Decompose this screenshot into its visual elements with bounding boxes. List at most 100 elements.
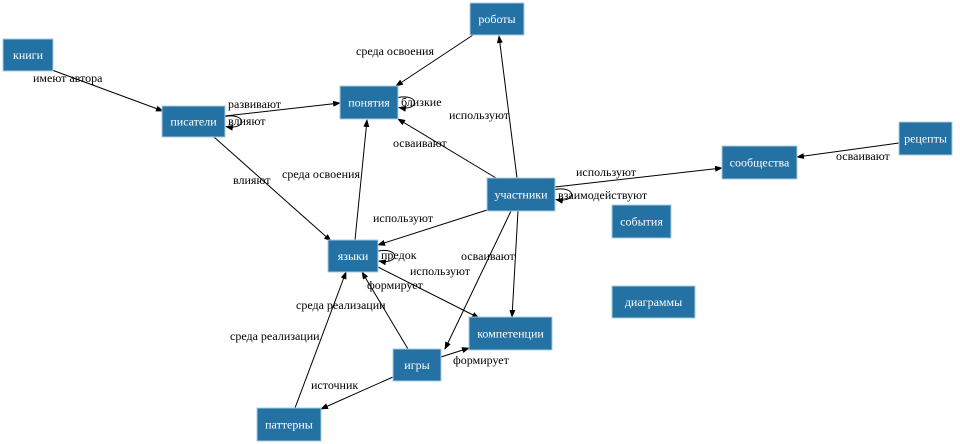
edge-line xyxy=(397,118,497,179)
edge-line xyxy=(395,34,474,87)
edge-label: имеют автора xyxy=(33,71,103,85)
node-box[interactable] xyxy=(2,38,54,72)
edge-label: используют xyxy=(449,108,510,122)
edge-label: близкие xyxy=(401,95,442,109)
node-label: события xyxy=(620,215,663,229)
node-box[interactable] xyxy=(327,239,379,273)
node-box[interactable] xyxy=(486,177,556,212)
edge-games-languages: среда реализации xyxy=(296,271,409,350)
node-label: понятия xyxy=(348,96,390,110)
edge-line xyxy=(213,136,332,242)
edge-label: среда освоения xyxy=(356,44,434,58)
node-label: книги xyxy=(13,48,44,62)
node-communities[interactable]: сообщества xyxy=(721,145,798,180)
edge-label: используют xyxy=(410,264,471,278)
edge-line xyxy=(51,69,164,112)
edge-label: влияют xyxy=(228,114,266,128)
edge-line xyxy=(377,209,488,246)
edge-label: среда реализации xyxy=(296,298,386,312)
node-recipes[interactable]: рецепты xyxy=(898,121,953,156)
node-participants[interactable]: участники xyxy=(486,177,556,212)
edge-line xyxy=(397,96,416,112)
edge-participants-games: осваивают xyxy=(444,210,516,350)
edge-line xyxy=(354,119,370,241)
node-box[interactable] xyxy=(721,145,798,180)
node-box[interactable] xyxy=(611,285,696,319)
node-box[interactable] xyxy=(161,105,226,138)
edges-layer: имеют автора развивают влияют влияют среда о… xyxy=(33,34,900,410)
node-concepts[interactable]: понятия xyxy=(339,85,399,120)
edge-books-writers: имеют автора xyxy=(33,69,164,112)
node-label: сообщества xyxy=(730,156,790,170)
node-competencies[interactable]: компетенции xyxy=(468,316,553,351)
node-box[interactable] xyxy=(339,85,399,120)
edge-line xyxy=(796,142,900,160)
edge-languages-languages: предок xyxy=(377,248,417,266)
edge-line xyxy=(224,115,243,131)
node-box[interactable] xyxy=(256,407,322,442)
edge-line xyxy=(224,100,341,117)
edge-games-competencies: формирует xyxy=(440,347,510,367)
edge-line xyxy=(320,376,394,410)
edge-label: осваивают xyxy=(393,136,448,150)
node-events[interactable]: события xyxy=(611,204,672,239)
edge-participants-participants: взаимодействуют xyxy=(554,188,648,204)
edge-label: формирует xyxy=(367,278,424,292)
edge-participants-competencies: используют xyxy=(410,210,519,318)
edge-line xyxy=(509,210,519,318)
edge-games-patterns: источник xyxy=(311,376,394,410)
edge-languages-competencies: формирует xyxy=(367,266,480,319)
node-writers[interactable]: писатели xyxy=(161,105,226,138)
edge-label: используют xyxy=(373,211,434,225)
node-games[interactable]: игры xyxy=(392,348,442,382)
edge-patterns-languages: среда реализации xyxy=(230,271,347,409)
edge-robots-concepts: среда освоения xyxy=(356,34,474,87)
edge-line xyxy=(444,210,512,350)
edge-label: используют xyxy=(576,165,637,179)
edge-line xyxy=(294,271,347,409)
node-label: писатели xyxy=(170,115,217,129)
edge-label: развивают xyxy=(228,97,282,111)
edge-label: предок xyxy=(381,248,417,262)
edge-line xyxy=(496,35,518,179)
node-box[interactable] xyxy=(392,348,442,382)
edge-line xyxy=(377,249,396,266)
node-box[interactable] xyxy=(898,121,953,156)
node-label: участники xyxy=(494,188,548,202)
edge-label: осваивают xyxy=(461,249,516,263)
edge-line xyxy=(377,266,480,319)
edge-writers-concepts: развивают xyxy=(224,97,341,117)
edge-participants-robots: используют xyxy=(449,35,518,179)
node-label: паттерны xyxy=(265,418,313,432)
edge-participants-concepts: осваивают xyxy=(393,118,497,179)
node-diagrams[interactable]: диаграммы xyxy=(611,285,696,319)
node-label: компетенции xyxy=(477,327,544,341)
node-label: роботы xyxy=(478,12,515,26)
node-box[interactable] xyxy=(468,316,553,351)
node-languages[interactable]: языки xyxy=(327,239,379,273)
edge-concepts-concepts: близкие xyxy=(397,95,442,112)
edge-line xyxy=(440,347,470,358)
edge-label: осваивают xyxy=(836,149,891,163)
node-label: рецепты xyxy=(904,132,947,146)
node-box[interactable] xyxy=(469,2,525,36)
edge-recipes-communities: осваивают xyxy=(796,142,900,163)
edge-label: влияют xyxy=(233,173,271,187)
edge-label: среда освоения xyxy=(282,167,360,181)
node-box[interactable] xyxy=(611,204,672,239)
node-label: игры xyxy=(404,358,429,372)
edge-label: источник xyxy=(311,378,358,392)
edge-line xyxy=(554,165,723,188)
node-books[interactable]: книги xyxy=(2,38,54,72)
node-patterns[interactable]: паттерны xyxy=(256,407,322,442)
edge-participants-languages: используют xyxy=(373,209,488,246)
edge-writers-writers: влияют xyxy=(224,114,266,131)
edge-participants-communities: используют xyxy=(554,165,723,188)
edge-writers-languages: влияют xyxy=(213,136,332,242)
edge-languages-concepts: среда освоения xyxy=(282,119,370,241)
edge-line xyxy=(554,188,573,204)
node-robots[interactable]: роботы xyxy=(469,2,525,36)
edge-label: среда реализации xyxy=(230,329,320,343)
